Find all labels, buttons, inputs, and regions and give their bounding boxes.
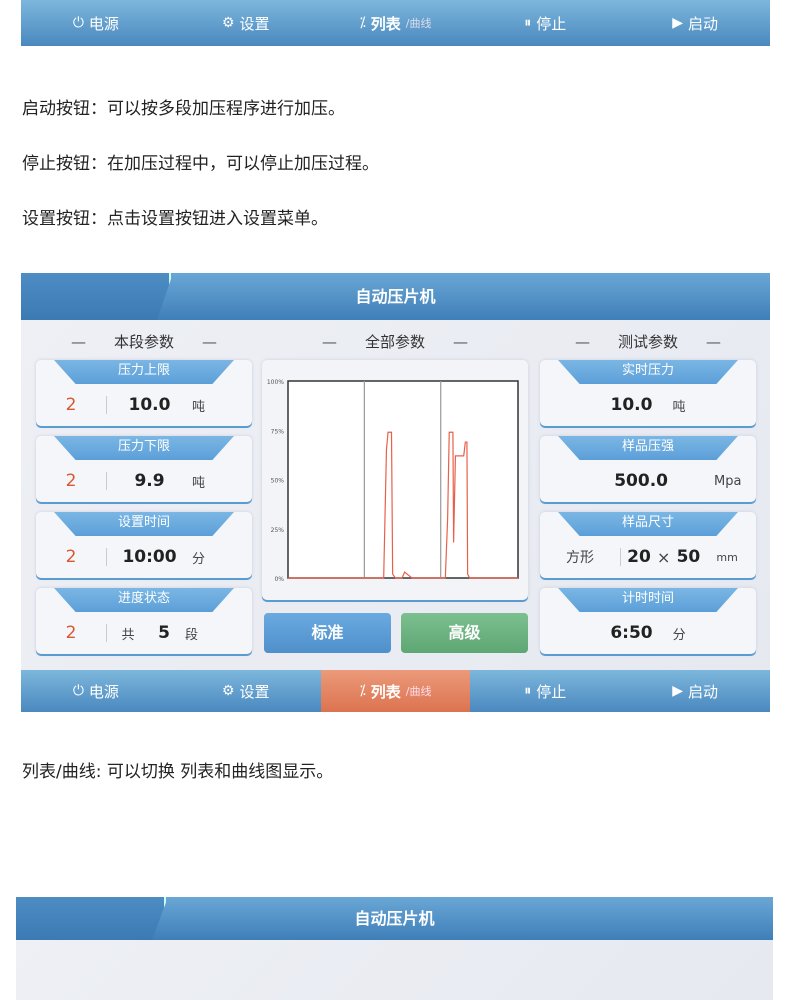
plot-area (287, 380, 519, 579)
list-curve-button[interactable]: ⁒列表/曲线 (321, 0, 471, 46)
desc-start: 启动按钮：可以按多段加压程序进行加压。 (22, 99, 345, 119)
y-tick-label: 100% (267, 379, 284, 386)
list-label: 列表 (370, 682, 401, 701)
y-tick-label: 75% (271, 428, 285, 435)
list-curve-icon: ⁒ (359, 15, 366, 31)
stop-label: 停止 (536, 682, 567, 701)
start-button-2[interactable]: ▶启动 (620, 670, 770, 712)
screen-title-2: 自动压片机 (354, 909, 435, 928)
pressure-chart: 100% 75% 50% 25% 0% (262, 360, 528, 600)
play-icon: ▶ (672, 683, 683, 699)
screen-title: 自动压片机 (355, 287, 436, 306)
gear-icon: ⚙ (221, 15, 235, 31)
y-tick-label: 25% (271, 527, 285, 534)
stop-label: 停止 (536, 14, 567, 33)
curve-label: /曲线 (405, 17, 432, 30)
section-current: 本段参数 (36, 331, 252, 352)
pressure-series-line (288, 431, 518, 579)
play-icon: ▶ (672, 15, 683, 31)
pause-icon: ⏸ (524, 15, 532, 31)
settings-label: 设置 (239, 682, 270, 701)
curve-label: /曲线 (405, 685, 432, 698)
start-button[interactable]: ▶启动 (620, 0, 770, 46)
standard-button[interactable]: 标准 (264, 613, 391, 653)
list-curve-button-2[interactable]: ⁒列表/曲线 (320, 670, 471, 712)
start-label: 启动 (687, 682, 718, 701)
stop-button-2[interactable]: ⏸停止 (470, 670, 620, 712)
section-test: 测试参数 (540, 331, 756, 352)
desc-stop: 停止按钮：在加压过程中，可以停止加压过程。 (22, 154, 379, 174)
stop-button[interactable]: ⏸停止 (470, 0, 620, 46)
chart-svg: 100% 75% 50% 25% 0% (267, 379, 519, 583)
power-button[interactable]: ⏻电源 (21, 0, 171, 46)
screen-header: 自动压片机 (21, 273, 770, 320)
list-curve-icon: ⁒ (359, 683, 366, 699)
y-tick-label: 0% (274, 576, 284, 583)
settings-button-2[interactable]: ⚙设置 (171, 670, 321, 712)
power-icon: ⏻ (72, 683, 84, 699)
press-screen-2: 自动压片机 (16, 897, 773, 1000)
settings-label: 设置 (239, 14, 270, 33)
desc-list-curve: 列表/曲线: 可以切换 列表和曲线图显示。 (22, 762, 334, 782)
start-label: 启动 (687, 14, 718, 33)
bottom-toolbar: ⏻电源 ⚙设置 ⁒列表/曲线 ⏸停止 ▶启动 (21, 670, 770, 712)
pause-icon: ⏸ (524, 683, 532, 699)
power-label: 电源 (88, 682, 119, 701)
top-toolbar: ⏻电源 ⚙设置 ⁒列表/曲线 ⏸停止 ▶启动 (21, 0, 770, 46)
power-label: 电源 (88, 14, 119, 33)
advanced-button[interactable]: 高级 (401, 613, 528, 653)
settings-button[interactable]: ⚙设置 (171, 0, 321, 46)
list-label: 列表 (370, 14, 401, 33)
power-icon: ⏻ (72, 15, 84, 31)
gear-icon: ⚙ (221, 683, 235, 699)
desc-settings: 设置按钮：点击设置按钮进入设置菜单。 (22, 209, 328, 229)
section-all: 全部参数 (262, 331, 528, 352)
screen-header-2: 自动压片机 (16, 897, 773, 940)
y-tick-label: 50% (271, 478, 285, 485)
power-button-2[interactable]: ⏻电源 (21, 670, 171, 712)
